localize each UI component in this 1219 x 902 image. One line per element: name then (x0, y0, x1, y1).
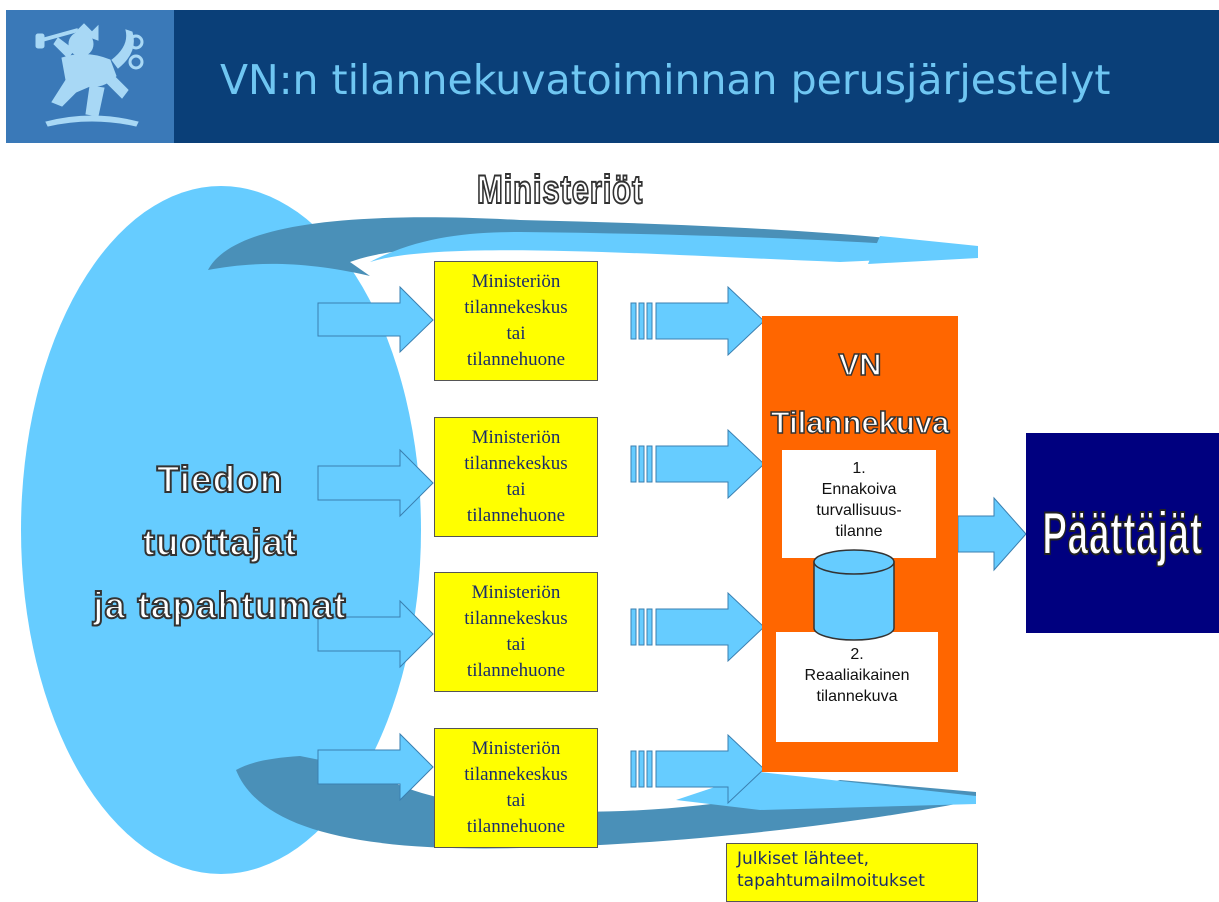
producers-line-3: ja tapahtumat (92, 584, 347, 627)
ministry-box-text: Ministeriön (471, 582, 561, 603)
situation-box-text: 1. (852, 460, 866, 477)
ministry-box-3: Ministeriön tilannekeskus tai tilannehuo… (434, 572, 598, 692)
producers-line-2: tuottajat (142, 521, 298, 564)
ministry-box-text: tilannekeskus (464, 453, 568, 474)
ministry-box-text: Ministeriön (471, 427, 561, 448)
ministry-box-text: Ministeriön (471, 738, 561, 759)
header-bar (6, 10, 1219, 143)
situation-box-text: Reaaliaikainen (804, 667, 910, 684)
situation-box-text: 2. (850, 646, 864, 663)
ministry-box-text: tilannekeskus (464, 764, 568, 785)
output-arrow (958, 496, 1027, 572)
striped-arrow-4 (630, 733, 765, 805)
ministry-box-text: tilannehuone (466, 349, 566, 370)
situation-box-text: turvallisuus- (816, 502, 902, 519)
situation-box-2: 2. Reaaliaikainen tilannekuva (776, 632, 938, 742)
ministry-box-text: tai (506, 634, 526, 655)
input-arrow-1 (317, 285, 434, 354)
ministry-box-text: tilannehuone (466, 660, 566, 681)
ministry-box-text: tai (506, 790, 526, 811)
striped-arrow-1 (630, 285, 765, 357)
ministry-box-text: tilannekeskus (464, 297, 568, 318)
ministry-box-text: tilannehuone (466, 505, 566, 526)
finnish-lion-coat-of-arms-icon (35, 23, 144, 127)
vn-title: VN Tilannekuva (762, 336, 958, 452)
situation-box-text: tilanne (835, 523, 883, 540)
vn-title-line-2: Tilannekuva (770, 404, 950, 441)
ministry-box-2: Ministeriön tilannekeskus tai tilannehuo… (434, 417, 598, 537)
ministry-box-text: Ministeriön (471, 271, 561, 292)
producers-oval (21, 186, 421, 874)
ministry-box-text: tai (506, 479, 526, 500)
input-arrow-2 (317, 448, 434, 518)
bottom-curved-arrow (236, 756, 976, 849)
page-title: VN:n tilannekuvatoiminnan perusjärjestel… (220, 56, 1111, 104)
ministry-box-text: tai (506, 323, 526, 344)
striped-arrow-3 (630, 591, 765, 663)
vn-title-line-1: VN (838, 346, 883, 383)
producers-label: Tiedon tuottajat ja tapahtumat (60, 448, 380, 637)
input-arrow-3 (317, 599, 434, 669)
input-arrow-4 (317, 732, 434, 802)
public-sources-box: Julkiset lähteet, tapahtumailmoitukset (726, 843, 978, 902)
decision-makers-box: Päättäjät (1026, 433, 1219, 633)
decision-makers-label: Päättäjät (1042, 499, 1203, 568)
situation-box-1: 1. Ennakoiva turvallisuus- tilanne (782, 450, 936, 558)
situation-box-text: Ennakoiva (821, 481, 897, 498)
striped-arrow-2 (630, 428, 765, 500)
ministry-box-text: tilannekeskus (464, 608, 568, 629)
ministry-box-1: Ministeriön tilannekeskus tai tilannehuo… (434, 261, 598, 381)
ministry-box-4: Ministeriön tilannekeskus tai tilannehuo… (434, 728, 598, 848)
ministries-label: Ministeriöt (476, 167, 644, 213)
producers-line-1: Tiedon (156, 458, 284, 501)
situation-box-text: tilannekuva (816, 688, 898, 705)
database-icon (813, 549, 895, 641)
public-sources-line-2: tapahtumailmoitukset (737, 871, 925, 891)
public-sources-line-1: Julkiset lähteet, (737, 849, 870, 869)
ministry-box-text: tilannehuone (466, 816, 566, 837)
logo-box (6, 10, 174, 143)
